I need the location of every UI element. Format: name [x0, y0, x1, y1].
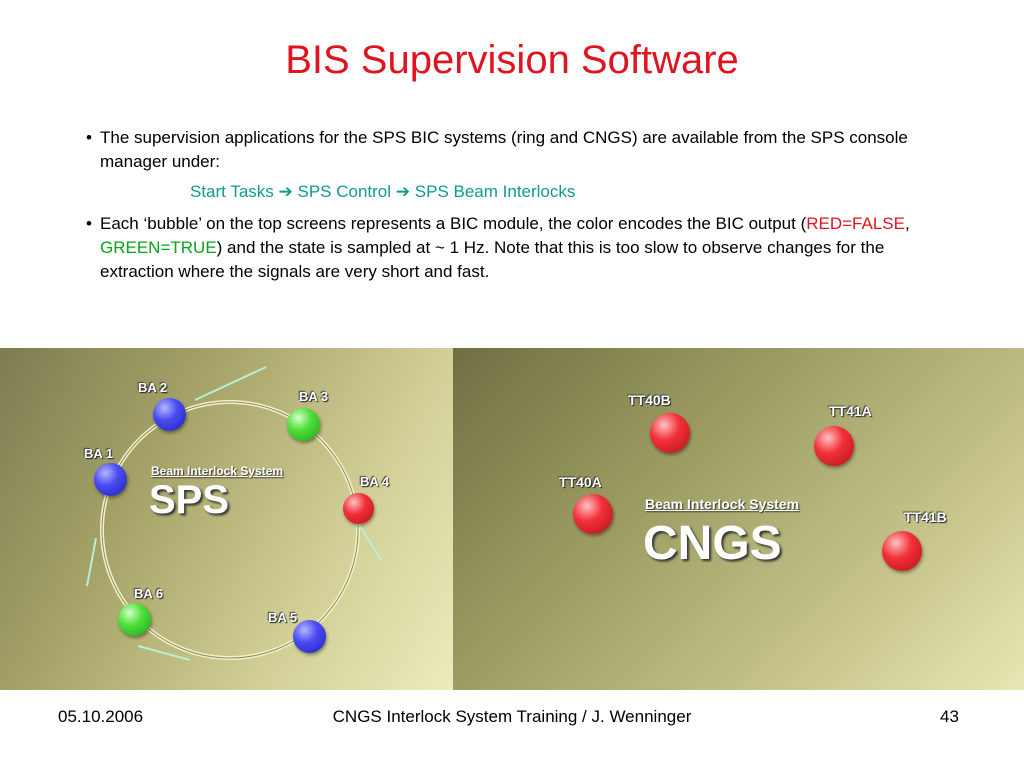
transfer-line	[355, 519, 383, 562]
transfer-line	[194, 366, 267, 401]
footer-center-text: CNGS Interlock System Training / J. Wenn…	[332, 707, 692, 726]
bullet-text-part1: Each ‘bubble’ on the top screens represe…	[100, 214, 807, 233]
bullet-item: • The supervision applications for the S…	[86, 126, 916, 174]
module-bubble	[118, 603, 151, 636]
module-label: BA 3	[299, 389, 329, 404]
bullet-text-part2: ) and the state is sampled at ~ 1 Hz. No…	[100, 238, 885, 281]
module-label: BA 4	[360, 474, 390, 489]
module-label: TT41B	[904, 509, 947, 525]
module-label: TT40B	[628, 392, 671, 408]
transfer-line	[137, 645, 191, 661]
bullet-item: • Each ‘bubble’ on the top screens repre…	[86, 212, 916, 284]
bullet-text: The supervision applications for the SPS…	[100, 128, 908, 171]
module-label: BA 1	[84, 446, 114, 461]
green-true-text: GREEN=TRUE	[100, 238, 217, 257]
cngs-screenshot: TT40B TT41A TT40A TT41B Beam Interlock S…	[453, 348, 1024, 690]
module-label: TT40A	[559, 474, 602, 490]
sps-ring-inner-line	[101, 401, 359, 659]
bullet-marker: •	[86, 128, 92, 147]
transfer-line	[86, 537, 97, 587]
bullet-marker: •	[86, 214, 92, 233]
module-label: BA 5	[268, 610, 298, 625]
page-number: 43	[940, 707, 959, 726]
module-bubble	[573, 494, 613, 534]
slide-title: BIS Supervision Software	[285, 38, 739, 82]
arrow-icon: ➔	[278, 182, 293, 201]
footer-date: 05.10.2006	[58, 707, 144, 726]
system-name: CNGS	[643, 517, 782, 570]
module-label: BA 6	[134, 586, 164, 601]
menu-path-step-start-tasks: Start Tasks	[190, 182, 274, 201]
sps-ring-diagram	[86, 366, 383, 661]
sps-ring-screenshot: BA 2 BA 3 BA 1 BA 4 BA 6 BA 5 Beam Inter…	[0, 348, 453, 690]
separator-text: ,	[904, 214, 910, 233]
system-label: Beam Interlock System	[151, 464, 284, 478]
red-false-text: RED=FALSE	[806, 214, 905, 233]
arrow-icon: ➔	[395, 182, 411, 201]
module-bubble	[814, 426, 854, 466]
system-name: SPS	[149, 478, 230, 522]
module-label: TT41A	[829, 403, 872, 419]
system-label: Beam Interlock System	[645, 496, 800, 512]
module-label: BA 2	[138, 380, 168, 395]
module-bubble	[287, 408, 320, 441]
menu-path-step-sps-control: SPS Control	[297, 182, 392, 201]
module-bubble	[293, 620, 326, 653]
module-bubble	[153, 398, 186, 431]
module-bubble	[343, 493, 374, 524]
module-bubble	[650, 413, 690, 453]
module-bubble	[94, 463, 127, 496]
module-bubble	[882, 531, 922, 571]
bullet-list: • The supervision applications for the S…	[86, 126, 916, 290]
menu-path-step-sps-beam-interlocks: SPS Beam Interlocks	[414, 182, 576, 201]
menu-path: Start Tasks ➔ SPS Control ➔ SPS Beam Int…	[86, 180, 916, 204]
